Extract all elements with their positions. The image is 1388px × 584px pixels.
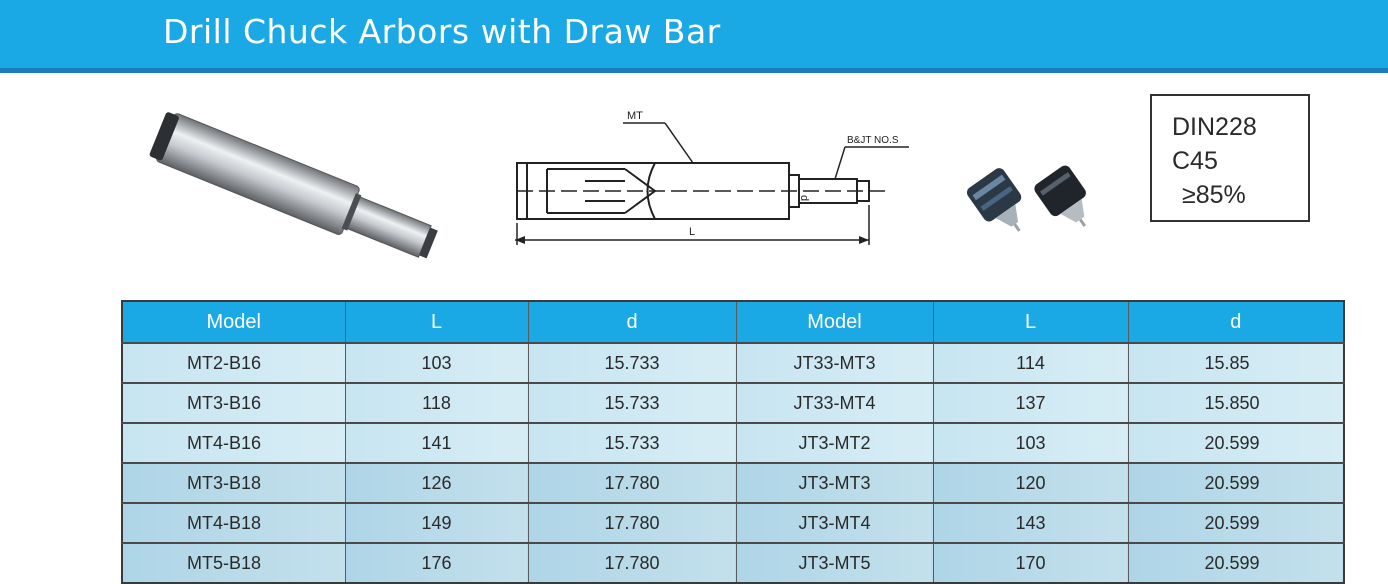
model-cell-2: JT33-MT4 bbox=[736, 382, 934, 423]
col-header-l: L bbox=[345, 301, 529, 343]
page-title: Drill Chuck Arbors with Draw Bar bbox=[163, 12, 721, 51]
diameter-cell: 15.733 bbox=[528, 382, 737, 423]
model-cell-2: JT3-MT2 bbox=[736, 422, 934, 463]
table-row: MT4-B18 149 17.780 JT3-MT4 143 20.599 bbox=[122, 502, 1344, 543]
model-cell: MT5-B18 bbox=[122, 542, 346, 583]
bjt-label: B&JT NO.S bbox=[847, 135, 899, 146]
model-cell: MT4-B16 bbox=[122, 422, 346, 463]
technical-drawing: MT B&JT NO.S L d bbox=[515, 110, 909, 245]
diameter-cell: 17.780 bbox=[528, 462, 737, 503]
length-label: L bbox=[689, 226, 695, 238]
diameter-cell-2: 15.85 bbox=[1128, 342, 1344, 383]
model-cell-2: JT3-MT5 bbox=[736, 542, 934, 583]
table-row: MT3-B18 126 17.780 JT3-MT3 120 20.599 bbox=[122, 462, 1344, 503]
length-cell: 149 bbox=[345, 502, 529, 543]
length-cell: 176 bbox=[345, 542, 529, 583]
diameter-cell: 17.780 bbox=[528, 502, 737, 543]
spec-table: Model L d Model L d MT2-B16 103 15.733 J… bbox=[121, 300, 1345, 584]
diameter-cell-2: 20.599 bbox=[1128, 462, 1344, 503]
model-cell: MT4-B18 bbox=[122, 502, 346, 543]
model-cell-2: JT33-MT3 bbox=[736, 342, 934, 383]
model-cell: MT3-B18 bbox=[122, 462, 346, 503]
standard-label: DIN228 bbox=[1172, 113, 1257, 141]
length-cell: 118 bbox=[345, 382, 529, 423]
length-cell-2: 114 bbox=[933, 342, 1129, 383]
table-row: MT3-B16 118 15.733 JT33-MT4 137 15.850 bbox=[122, 382, 1344, 423]
spec-box: DIN228 C45 ≥85% bbox=[1150, 94, 1310, 222]
table-row: MT5-B18 176 17.780 JT3-MT5 170 20.599 bbox=[122, 542, 1344, 583]
length-cell-2: 170 bbox=[933, 542, 1129, 583]
col-header-d: d bbox=[528, 301, 737, 343]
length-cell-2: 103 bbox=[933, 422, 1129, 463]
length-cell: 103 bbox=[345, 342, 529, 383]
diameter-cell-2: 15.850 bbox=[1128, 382, 1344, 423]
d-label: d bbox=[798, 195, 810, 201]
diameter-cell: 17.780 bbox=[528, 542, 737, 583]
length-cell: 141 bbox=[345, 422, 529, 463]
diameter-cell-2: 20.599 bbox=[1128, 422, 1344, 463]
col-header-model: Model bbox=[122, 301, 346, 343]
col-header-d-2: d bbox=[1128, 301, 1344, 343]
mt-label: MT bbox=[627, 110, 643, 122]
material-label: C45 bbox=[1172, 147, 1218, 175]
diameter-cell: 15.733 bbox=[528, 342, 737, 383]
table-header-row: Model L d Model L d bbox=[122, 301, 1344, 343]
diameter-cell-2: 20.599 bbox=[1128, 502, 1344, 543]
col-header-l-2: L bbox=[933, 301, 1129, 343]
arbor-photo bbox=[149, 112, 438, 259]
length-cell: 126 bbox=[345, 462, 529, 503]
model-cell: MT2-B16 bbox=[122, 342, 346, 383]
model-cell-2: JT3-MT4 bbox=[736, 502, 934, 543]
diameter-cell-2: 20.599 bbox=[1128, 542, 1344, 583]
model-cell: MT3-B16 bbox=[122, 382, 346, 423]
table-row: MT2-B16 103 15.733 JT33-MT3 114 15.85 bbox=[122, 342, 1344, 383]
page-header: Drill Chuck Arbors with Draw Bar bbox=[0, 0, 1388, 73]
diameter-cell: 15.733 bbox=[528, 422, 737, 463]
table-row: MT4-B16 141 15.733 JT3-MT2 103 20.599 bbox=[122, 422, 1344, 463]
hardness-label: ≥85% bbox=[1182, 181, 1246, 209]
drill-chuck-photo bbox=[966, 165, 1087, 232]
length-cell-2: 120 bbox=[933, 462, 1129, 503]
length-cell-2: 143 bbox=[933, 502, 1129, 543]
length-cell-2: 137 bbox=[933, 382, 1129, 423]
model-cell-2: JT3-MT3 bbox=[736, 462, 934, 503]
col-header-model-2: Model bbox=[736, 301, 934, 343]
